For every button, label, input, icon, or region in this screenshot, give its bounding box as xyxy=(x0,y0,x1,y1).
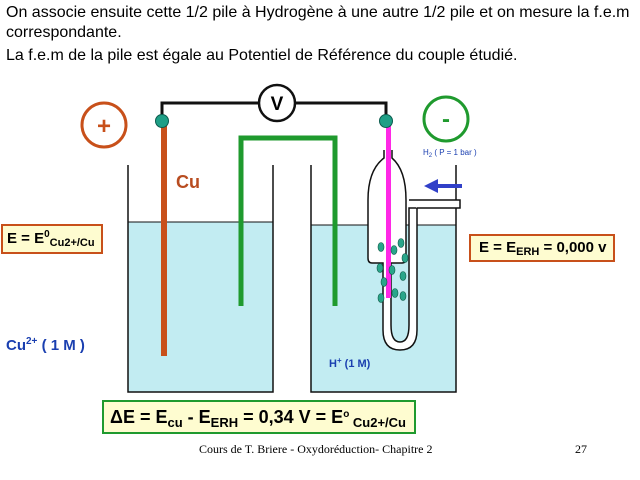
h-charge: + xyxy=(336,356,342,365)
copper-label: Cu xyxy=(176,172,200,192)
result-sub-2: ERH xyxy=(210,415,239,430)
voltmeter-label: V xyxy=(271,94,284,115)
bubble xyxy=(401,253,409,263)
h2-index: 2 xyxy=(428,153,433,159)
h-base: H xyxy=(329,358,337,370)
right-terminal xyxy=(379,114,393,128)
hydrogen-bubbles xyxy=(376,238,409,303)
footer-course-title: Cours de T. Briere - Oxydoréduction- Cha… xyxy=(199,442,433,456)
positive-pole xyxy=(80,101,128,149)
negative-pole-label: - xyxy=(442,106,450,133)
intro-text: On associe ensuite cette 1/2 pile à Hydr… xyxy=(6,3,634,66)
cu2-base: Cu xyxy=(6,337,26,354)
bubble xyxy=(390,245,398,255)
result-equation-box: ΔE = Ecu - EERH = 0,34 V = Eo Cu2+/Cu xyxy=(102,400,417,434)
bubble xyxy=(377,242,385,252)
result-sup-3: o xyxy=(343,409,350,420)
platinum-wire xyxy=(386,118,391,298)
page-number: 27 xyxy=(575,442,587,456)
left-box-sup: 0 xyxy=(44,229,50,240)
negative-pole xyxy=(422,95,470,143)
right-box-sub: ERH xyxy=(516,246,540,258)
salt-bridge xyxy=(238,135,338,306)
gas-inlet-tube xyxy=(409,199,461,209)
bubble xyxy=(399,271,407,281)
hydrogen-potential-box: E = EERH = 0,000 v xyxy=(469,234,615,262)
cu2-concentration: ( 1 M ) xyxy=(37,337,85,354)
result-part-3: = 0,34 V = E xyxy=(238,407,344,427)
left-terminal xyxy=(155,114,169,128)
left-box-prefix: E = E xyxy=(7,230,45,247)
result-sub-1: cu xyxy=(167,415,183,430)
intro-line-1: On associe ensuite cette 1/2 pile à Hydr… xyxy=(6,4,630,41)
left-box-sub: Cu2+/Cu xyxy=(49,237,95,249)
h2-base: H xyxy=(423,148,429,157)
copper-potential-box: E = E0Cu2+/Cu xyxy=(1,224,103,254)
delta-symbol: Δ xyxy=(110,407,123,427)
right-beaker xyxy=(310,165,457,393)
left-beaker xyxy=(127,165,274,393)
bubble xyxy=(380,277,388,287)
voltmeter xyxy=(257,83,297,123)
h2-inlet-arrow-head xyxy=(424,179,438,193)
bubble xyxy=(388,265,396,275)
cu2-charge: 2+ xyxy=(26,336,38,347)
bubble xyxy=(391,288,399,298)
bubble xyxy=(377,293,385,303)
right-box-prefix: E = E xyxy=(479,239,517,256)
bubble xyxy=(376,263,384,273)
h-concentration: (1 M) xyxy=(341,358,371,370)
result-sub-3: Cu2+/Cu xyxy=(349,415,407,430)
copper-ion-label: Cu2+ ( 1 M ) xyxy=(6,336,85,355)
h2-pressure: ( P = 1 bar ) xyxy=(432,148,477,157)
result-part-1: E = E xyxy=(122,407,168,427)
hydrogen-gas-label: H2 ( P = 1 bar ) xyxy=(423,148,477,159)
right-box-suffix: = 0,000 v xyxy=(539,239,607,256)
result-part-2: - E xyxy=(182,407,211,427)
left-beaker-solution xyxy=(128,222,273,392)
bubble xyxy=(397,238,405,248)
bubble xyxy=(399,291,407,301)
proton-label: H+ (1 M) xyxy=(329,356,371,371)
intro-line-2: La f.e.m de la pile est égale au Potenti… xyxy=(6,47,518,64)
copper-electrode xyxy=(161,124,167,356)
positive-pole-label: + xyxy=(97,113,111,140)
